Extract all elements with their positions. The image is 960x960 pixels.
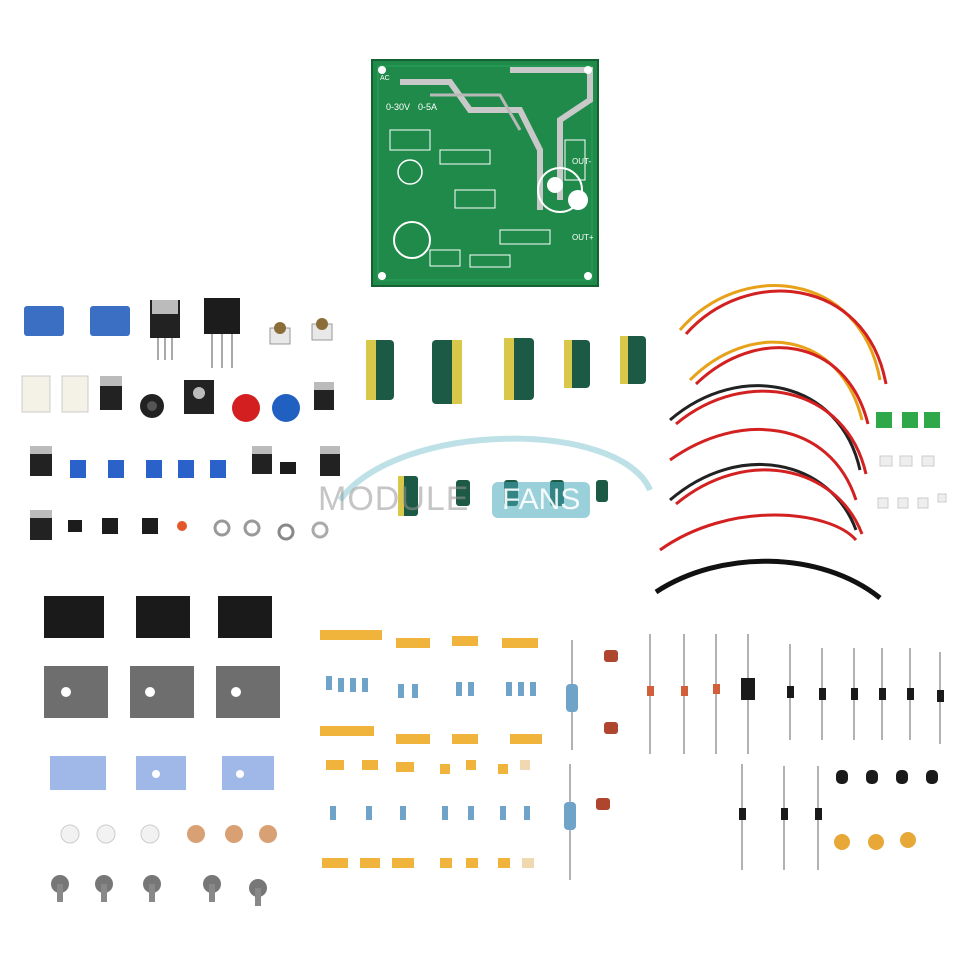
terminal-blocks — [876, 412, 947, 509]
resistor-strips — [320, 630, 542, 868]
pcb-label-voltage: 0-30V — [386, 102, 410, 112]
potentiometers — [269, 318, 333, 345]
insulator-pads — [44, 666, 280, 718]
pcb-label-out-plus: OUT+ — [572, 233, 594, 242]
screws — [51, 875, 267, 906]
heatsinks — [44, 596, 272, 638]
diodes — [647, 634, 944, 870]
components-row-4 — [30, 510, 329, 541]
components-row-3 — [30, 446, 340, 478]
relays — [24, 306, 130, 336]
pcb-label-current: 0-5A — [418, 102, 437, 112]
pcb-label-ac: AC — [380, 75, 390, 82]
connector-wires — [654, 284, 888, 600]
small-transistors — [834, 770, 938, 850]
bushings — [60, 824, 277, 844]
power-resistors — [564, 640, 618, 880]
silicone-pads — [50, 756, 274, 790]
pcb-label-out-minus: OUT- — [572, 157, 591, 166]
pcb-board: 0-30V 0-5A OUT- OUT+ AC — [371, 59, 599, 287]
power-transistors — [150, 298, 240, 368]
components-row-2 — [21, 375, 334, 422]
